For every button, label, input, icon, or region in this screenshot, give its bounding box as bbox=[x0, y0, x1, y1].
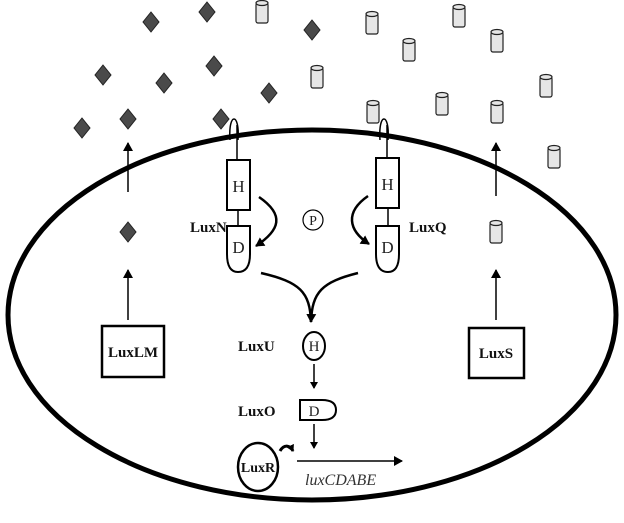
cell-membrane bbox=[5, 127, 619, 503]
luxq-d-domain bbox=[375, 225, 400, 274]
luxn-h-label: H bbox=[232, 177, 244, 196]
luxo-d-domain bbox=[299, 399, 338, 421]
ai2-cylinder bbox=[547, 144, 561, 169]
luxn-label: LuxN bbox=[190, 220, 227, 236]
ai2-cylinder bbox=[365, 10, 379, 35]
ai1-diamond bbox=[212, 108, 230, 130]
luxo-label: LuxO bbox=[238, 404, 276, 420]
ai1-diamond bbox=[205, 55, 223, 77]
luxq-h-label: H bbox=[381, 175, 393, 194]
ai1-diamond bbox=[119, 221, 137, 243]
luxs-box bbox=[467, 326, 526, 380]
luxn-receptor: H D LuxN bbox=[190, 118, 278, 274]
ai1-diamond bbox=[119, 108, 137, 130]
ai1-diamond bbox=[260, 82, 278, 104]
luxcdabe-label: luxCDABE bbox=[305, 472, 376, 489]
phosphate-circle bbox=[302, 209, 324, 231]
ai1-diamond bbox=[303, 19, 321, 41]
luxlm-box bbox=[100, 324, 166, 379]
phosphate-label: P bbox=[309, 214, 317, 229]
luxn-d-label: D bbox=[232, 238, 244, 257]
luxu: H LuxU bbox=[238, 331, 326, 361]
ai2-cylinder bbox=[490, 99, 504, 124]
luxlm-label: LuxLM bbox=[108, 345, 158, 361]
ai2-cylinder bbox=[310, 64, 324, 89]
ai2-cylinder bbox=[490, 28, 504, 53]
luxs-pathway: LuxS bbox=[467, 142, 526, 380]
ai1-diamond bbox=[73, 117, 91, 139]
luxr-label: LuxR bbox=[241, 461, 276, 476]
ai2-cylinder bbox=[452, 3, 466, 28]
luxq-receptor: H D LuxQ bbox=[350, 118, 447, 274]
ai2-cylinder bbox=[402, 37, 416, 62]
luxq-d-label: D bbox=[381, 238, 393, 257]
ai1-diamond bbox=[142, 11, 160, 33]
luxr: LuxR bbox=[236, 441, 295, 493]
ai2-cylinder bbox=[489, 219, 503, 244]
ai2-cylinder bbox=[539, 73, 553, 98]
luxu-label: LuxU bbox=[238, 339, 275, 355]
luxs-label: LuxS bbox=[479, 346, 513, 362]
luxcdabe-gene: luxCDABE bbox=[297, 456, 403, 489]
luxu-h-domain bbox=[302, 331, 326, 361]
luxr-circle bbox=[236, 441, 280, 493]
luxq-label: LuxQ bbox=[409, 220, 447, 236]
ai1-diamond bbox=[198, 1, 216, 23]
ai2-cylinder bbox=[255, 0, 269, 24]
luxo: D LuxO bbox=[238, 399, 338, 421]
ai2-cylinder bbox=[366, 99, 380, 124]
convergence-arrow bbox=[260, 271, 359, 323]
luxo-d-label: D bbox=[309, 404, 320, 420]
ai2-cylinder bbox=[435, 91, 449, 116]
ai2-cylinders bbox=[255, 0, 561, 244]
luxlm-pathway: LuxLM bbox=[100, 142, 166, 379]
luxu-h-label: H bbox=[309, 339, 320, 355]
ai1-diamonds bbox=[73, 1, 321, 243]
luxn-d-domain bbox=[226, 225, 251, 274]
phosphate-group: P bbox=[302, 209, 324, 231]
ai1-diamond bbox=[155, 72, 173, 94]
ai1-diamond bbox=[94, 64, 112, 86]
